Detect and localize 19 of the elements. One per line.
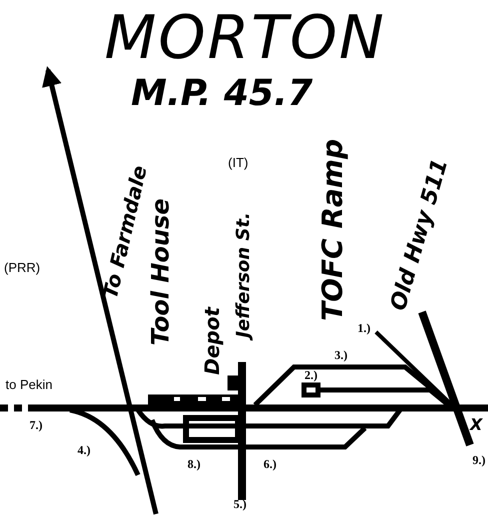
callout-number: 6.) <box>264 458 276 470</box>
callout-number: 4.) <box>78 444 90 456</box>
crossing-mark: X <box>470 417 482 433</box>
callout-number: 3.) <box>334 349 348 361</box>
direction-label: to Pekin <box>6 378 52 390</box>
callout-number: 8.) <box>188 458 200 470</box>
callout-number: 9.) <box>472 454 486 466</box>
mile-post-label: M.P. 45.7 <box>131 76 313 112</box>
callout-number: 2.) <box>304 369 318 381</box>
callout-number: 7.) <box>30 419 42 431</box>
building-label: Tool House <box>148 198 172 346</box>
station-title: MORTON <box>104 8 386 68</box>
callout-number: 1.) <box>358 322 370 334</box>
callout-number: 5.) <box>234 498 246 510</box>
road-label: Old Hwy 511 <box>388 156 452 314</box>
railroad-label: (IT) <box>228 156 248 168</box>
ramp-label: TOFC Ramp <box>319 139 347 321</box>
building-label: Depot <box>202 307 222 375</box>
railroad-label: (PRR) <box>4 260 40 274</box>
